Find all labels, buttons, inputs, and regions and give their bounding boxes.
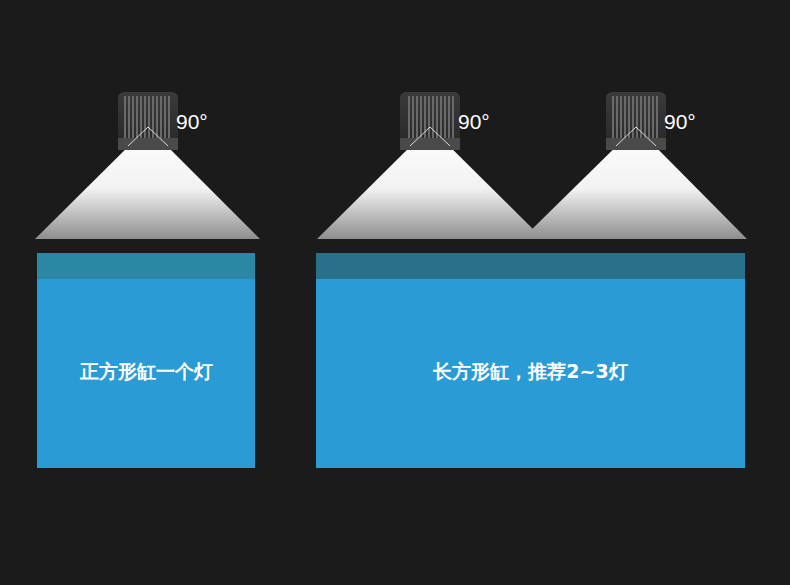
tank-box: 长方形缸，推荐2~3灯 xyxy=(316,253,745,468)
beam-angle-label: 90° xyxy=(458,111,490,132)
beam-angle-mark xyxy=(410,127,450,146)
lamp-lens-ring xyxy=(400,138,460,150)
tank-box: 正方形缸一个灯 xyxy=(37,253,255,468)
beam-angle-label: 90° xyxy=(176,111,208,132)
beam-angle-mark xyxy=(616,127,656,146)
light-beam xyxy=(35,127,260,239)
lamp-fins xyxy=(406,96,454,138)
light-beam xyxy=(317,127,543,239)
lamp-lens-ring xyxy=(118,138,178,150)
beam-angle-mark xyxy=(128,127,168,146)
tank-label: 正方形缸一个灯 xyxy=(80,337,213,385)
lamp-body xyxy=(606,92,666,142)
lamp-lens-ring xyxy=(606,138,666,150)
lamp-fins xyxy=(124,96,172,138)
tank-label: 长方形缸，推荐2~3灯 xyxy=(433,337,627,385)
lamp-fins xyxy=(612,96,660,138)
lamp-body xyxy=(400,92,460,142)
lamp-body xyxy=(118,92,178,142)
beam-angle-label: 90° xyxy=(664,111,696,132)
light-beam xyxy=(522,127,747,239)
